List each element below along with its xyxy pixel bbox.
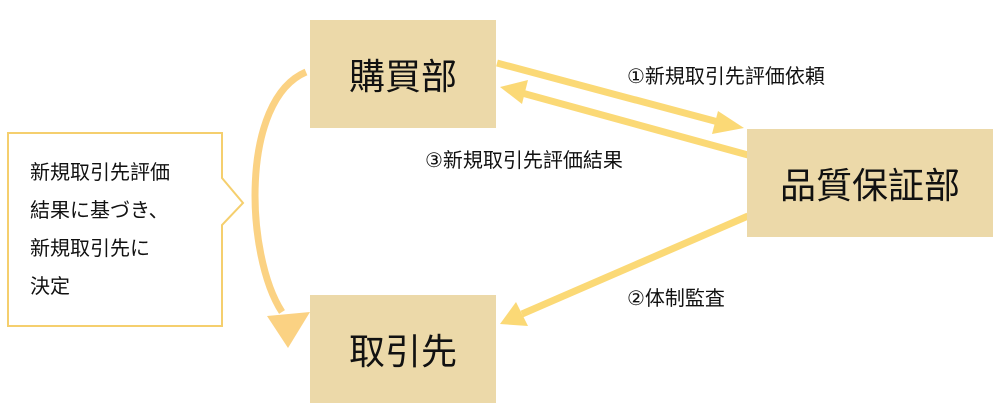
arrowhead-audit [500,302,528,326]
arrowhead-request [712,111,744,134]
callout-line: 結果に基づき、 [30,198,169,222]
edge-label-result: ③新規取引先評価結果 [425,148,623,172]
node-purchasing: 購買部 [310,20,496,128]
arrow-request [496,59,723,127]
callout-line: 新規取引先評価 [30,160,170,184]
arrowhead-purchasing-to-supplier [267,312,310,348]
node-quality-assurance: 品質保証部 [747,129,993,237]
arrow-audit [520,212,750,318]
node-supplier-label: 取引先 [348,332,457,373]
edge-label-audit: ②体制監査 [627,286,725,310]
callout-line: 新規取引先に [30,236,150,260]
arrow-purchasing-to-supplier [251,68,308,314]
arrowhead-result [500,80,528,104]
node-purchasing-label: 購買部 [348,57,457,98]
arrow-result [521,89,749,159]
node-quality-assurance-label: 品質保証部 [779,166,960,207]
callout-line: 決定 [30,274,70,298]
node-supplier: 取引先 [310,295,496,403]
callout-bubble [7,132,245,327]
edge-label-request: ①新規取引先評価依頼 [627,64,825,88]
